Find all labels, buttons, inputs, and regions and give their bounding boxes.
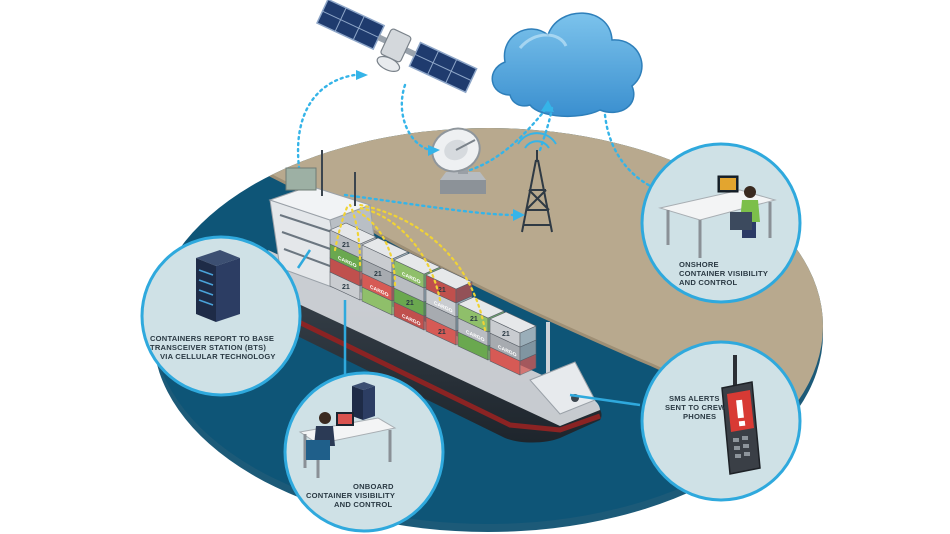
bts-line-1: CONTAINERS REPORT TO BASE xyxy=(150,334,274,343)
bts-line-2: TRANSCEIVER STATION (BTS) xyxy=(150,343,266,352)
container-top xyxy=(457,296,505,319)
onshore-line-2: CONTAINER VISIBILITY xyxy=(679,269,768,278)
satellite-to-dish-path xyxy=(400,83,432,152)
workstation-icon xyxy=(658,175,777,258)
onboard-line-3: AND CONTROL xyxy=(334,500,392,509)
onshore-line-3: AND CONTROL xyxy=(679,278,737,287)
onboard-line-2: CONTAINER VISIBILITY xyxy=(306,491,395,500)
sms-line-3: PHONES xyxy=(683,412,716,421)
server-rack-icon xyxy=(196,250,240,322)
cloud-icon xyxy=(491,12,643,118)
bts-callout: CONTAINERS REPORT TO BASE TRANSCEIVER ST… xyxy=(140,235,312,397)
workstation-icon xyxy=(298,412,397,478)
onshore-line-1: ONSHORE xyxy=(679,260,719,269)
arrowhead-dish xyxy=(428,145,440,156)
container-number: 21 xyxy=(470,316,478,323)
container-number: 21 xyxy=(502,331,510,338)
container-number: 21 xyxy=(342,242,350,249)
tower-to-cloud-path xyxy=(538,106,554,152)
satellite-dish-icon xyxy=(431,127,486,194)
ship-waterline xyxy=(268,305,601,433)
container-top xyxy=(393,252,441,275)
container-number: 21 xyxy=(438,287,446,294)
container-number: 21 xyxy=(374,271,382,278)
container-top xyxy=(489,311,537,334)
sms-line-2: SENT TO CREW xyxy=(665,403,726,412)
container-ship-icon: 21CARGO21CARGO21CARGO21CARGO21CARGO21CAR… xyxy=(266,150,602,443)
onboard-line-1: ONBOARD xyxy=(353,482,394,491)
onboard-callout: ONBOARD CONTAINER VISIBILITY AND CONTROL xyxy=(283,300,445,533)
satellite-icon xyxy=(316,0,478,94)
ship-mast xyxy=(529,322,596,415)
container-number: 21 xyxy=(406,300,414,307)
bts-line-3: VIA CELLULAR TECHNOLOGY xyxy=(160,352,276,361)
container-signals xyxy=(333,203,487,332)
ship-to-satellite-path xyxy=(296,73,357,177)
arrowhead-tower xyxy=(513,209,525,221)
cell-tower-icon xyxy=(517,132,557,233)
container-number: 21 xyxy=(342,284,350,291)
sms-line-1: SMS ALERTS xyxy=(669,394,720,403)
server-rack-icon xyxy=(352,382,375,420)
mobile-phone-icon xyxy=(721,355,761,475)
arrowhead-satellite xyxy=(356,70,368,80)
arrowhead-cloud xyxy=(541,100,554,112)
container-top xyxy=(361,237,409,260)
ship-to-tower-path xyxy=(343,193,517,217)
sms-callout: SMS ALERTS SENT TO CREW PHONES xyxy=(569,340,802,502)
cargo-containers: 21CARGO21CARGO21CARGO21CARGO21CARGO21CAR… xyxy=(329,222,537,376)
dish-to-cloud-path xyxy=(468,108,547,172)
container-top xyxy=(425,267,473,290)
onshore-callout: ONSHORE CONTAINER VISIBILITY AND CONTROL xyxy=(640,142,802,304)
container-number: 21 xyxy=(438,329,446,336)
